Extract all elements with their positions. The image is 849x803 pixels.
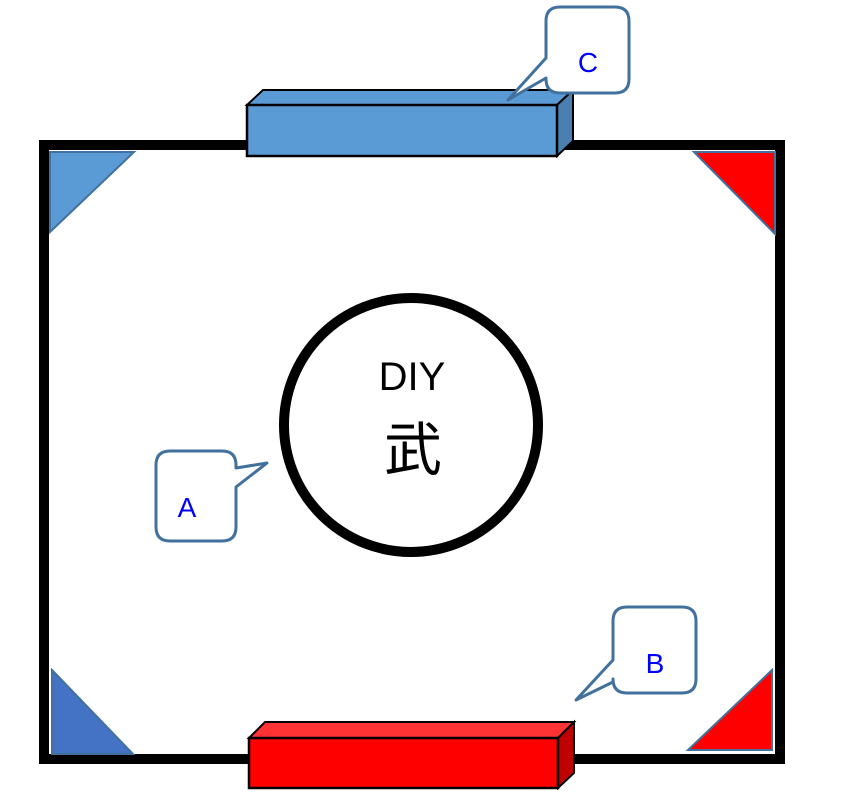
red-start-block <box>246 719 577 791</box>
callout-b-label: B <box>646 648 665 679</box>
center-text-glyph: 武 <box>384 418 442 483</box>
center-text-diy: DIY <box>379 355 446 399</box>
callout-c: C <box>506 5 631 102</box>
callout-c-label: C <box>578 47 598 78</box>
callout-b: B <box>574 605 698 702</box>
callout-a-label: A <box>178 492 197 523</box>
corner-bottom-left-blue <box>51 667 136 755</box>
corner-bottom-right-red <box>685 667 773 751</box>
center-circle <box>279 293 543 557</box>
callout-a: A <box>154 449 269 543</box>
blue-start-block <box>244 87 576 159</box>
corner-top-right-red <box>691 151 776 237</box>
corner-top-left-blue <box>49 151 137 235</box>
